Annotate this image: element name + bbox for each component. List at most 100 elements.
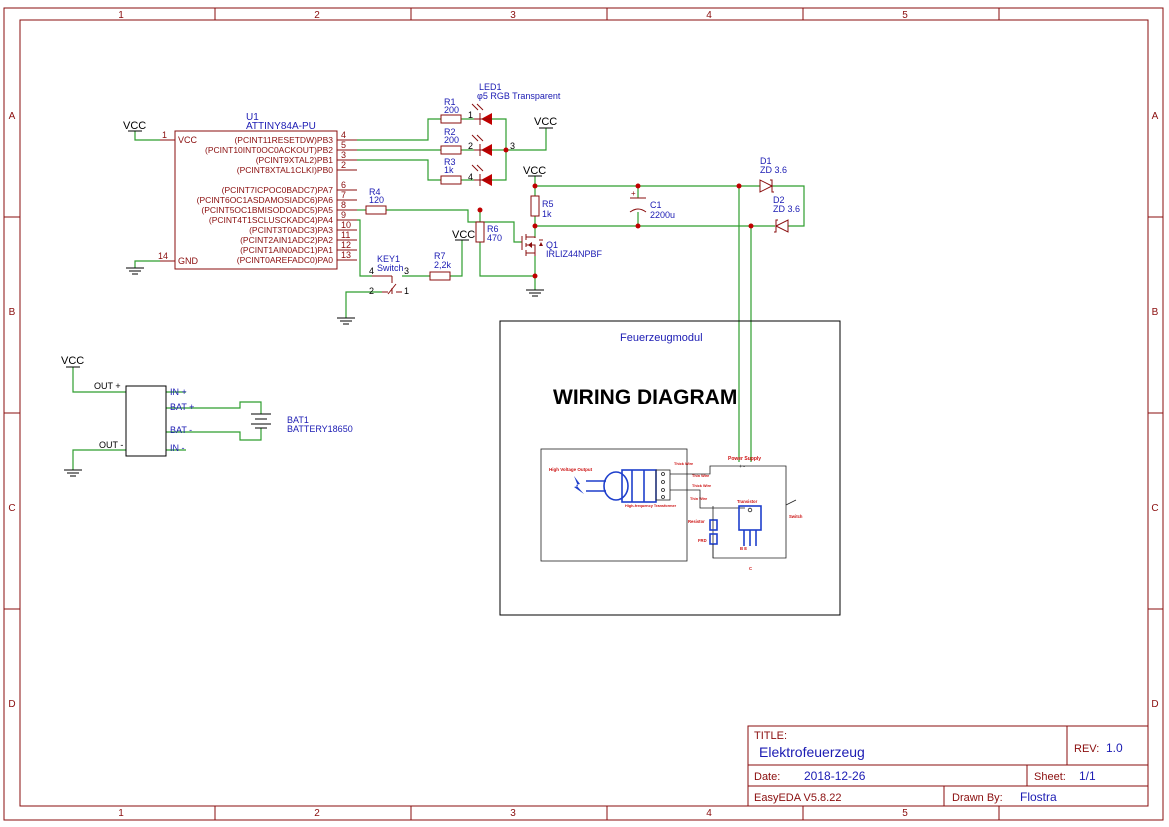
charger-in-plus: IN + xyxy=(170,387,187,397)
junctions xyxy=(477,147,754,279)
row-label-right-a: A xyxy=(1152,111,1159,122)
u1-pin-num-7: 7 xyxy=(341,190,346,200)
thin-wire-label-1: Thin Wire xyxy=(692,474,709,478)
led1-value: φ5 RGB Transparent xyxy=(477,91,561,101)
drawn-by-label: Drawn By: xyxy=(952,792,1003,804)
thin-wire-label-2: Thin Wire xyxy=(690,497,707,501)
u1-pin-num-11: 11 xyxy=(341,230,350,240)
u1-pin-num-13: 13 xyxy=(341,250,351,260)
col-label-bottom-2: 2 xyxy=(314,808,320,819)
u1-pin-name-pb3: (PCINT11RESETDW)PB3 xyxy=(234,135,333,145)
r7-value: 2,2k xyxy=(434,260,452,270)
u1-pin-num-2: 2 xyxy=(341,160,346,170)
title-label: TITLE: xyxy=(754,730,787,742)
col-label-bottom-4: 4 xyxy=(706,808,712,819)
rev-value: 1.0 xyxy=(1106,741,1123,755)
sheet-value: 1/1 xyxy=(1079,769,1096,783)
u1-pin-name-pa3: (PCINT3T0ADC3)PA3 xyxy=(249,225,333,235)
r4-value: 120 xyxy=(369,195,384,205)
led-green-diode-icon xyxy=(471,134,492,156)
row-label-right-d: D xyxy=(1151,699,1158,710)
led1-ref: LED1 xyxy=(479,82,502,92)
u1-ref: U1 xyxy=(246,112,259,123)
u1-pin-name-pa5: (PCINT5OC1BMISODOADC5)PA5 xyxy=(201,205,333,215)
resistor-r6: R6 470 xyxy=(475,221,502,243)
d1-value: ZD 3.6 xyxy=(760,165,787,175)
col-label-top-1: 1 xyxy=(118,10,124,21)
charger-out-plus: OUT + xyxy=(94,381,121,391)
col-label-bottom-5: 5 xyxy=(902,808,908,819)
u1-pin-name-pa1: (PCINT1AIN0ADC1)PA1 xyxy=(240,245,333,255)
vcc-label-u1: VCC xyxy=(123,120,146,132)
row-label-right-b: B xyxy=(1152,307,1159,318)
vcc-label-led: VCC xyxy=(534,116,557,128)
tool-version: EasyEDA V5.8.22 xyxy=(754,792,841,804)
col-label-bottom-1: 1 xyxy=(118,808,124,819)
thick-wire-label-2: Thick Wire xyxy=(692,484,711,488)
u1-pin-name-gnd: GND xyxy=(178,256,199,266)
key1-pin-4: 4 xyxy=(369,266,374,276)
bat1-ref: BAT1 xyxy=(287,415,309,425)
charger-in-minus: IN - xyxy=(170,443,185,453)
lighter-module-box: Feuerzeugmodul WIRING DIAGRAM High Volta… xyxy=(499,320,841,616)
thick-wire-label-1: Thick Wire xyxy=(674,462,693,466)
r3-ref: R3 xyxy=(444,157,456,167)
col-label-bottom-3: 3 xyxy=(510,808,516,819)
u1-pin-num-5: 5 xyxy=(341,140,346,150)
c1-capacitor: + C1 2200u xyxy=(629,189,675,220)
key1-pin-3: 3 xyxy=(404,266,409,276)
key1-pin-2: 2 xyxy=(369,286,374,296)
u1-pin-name-pa6: (PCINT6OC1ASDAMOSIADC6)PA6 xyxy=(197,195,334,205)
u1-pin-name-vcc: VCC xyxy=(178,135,198,145)
key1-value: Switch xyxy=(377,263,404,273)
resistor-r3: R3 1k xyxy=(440,157,462,185)
drawn-by-value: Flostra xyxy=(1020,790,1057,804)
col-label-top-4: 4 xyxy=(706,10,712,21)
r7-ref: R7 xyxy=(434,251,446,261)
led-blue-diode-icon xyxy=(471,164,492,186)
bat1-battery: BAT1 BATTERY18650 xyxy=(251,413,353,434)
power-supply-label: Power Supply xyxy=(728,456,761,462)
q1-ref: Q1 xyxy=(546,240,558,250)
led1-pin-1: 1 xyxy=(468,110,473,120)
q1-value: IRLIZ44NPBF xyxy=(546,249,603,259)
u1-pin-num-4: 4 xyxy=(341,130,346,140)
ground-symbol-mosfet xyxy=(526,289,544,297)
row-label-left-b: B xyxy=(9,307,16,318)
r1-value: 200 xyxy=(444,105,459,115)
bat1-value: BATTERY18650 xyxy=(287,424,353,434)
d2-ref: D2 xyxy=(773,195,785,205)
led1-pin-2: 2 xyxy=(468,141,473,151)
resistor-r4: R4 120 xyxy=(365,187,387,215)
r1-ref: R1 xyxy=(444,97,456,107)
d2-value: ZD 3.6 xyxy=(773,204,800,214)
switch-label: Switch xyxy=(789,514,803,519)
u1-pin-name-pb1: (PCINT9XTAL2)PB1 xyxy=(256,155,334,165)
col-label-top-5: 5 xyxy=(902,10,908,21)
u1-pin-name-pa7: (PCINT7ICPOC0BADC7)PA7 xyxy=(222,185,334,195)
resistor-r1: R1 200 xyxy=(440,97,462,124)
led-red-diode-icon xyxy=(471,103,492,125)
u1-pin-num-vcc: 1 xyxy=(162,130,167,140)
u1-part: ATTINY84A-PU xyxy=(246,121,316,132)
u1-pin-num-3: 3 xyxy=(341,150,346,160)
u1-pin-num-8: 8 xyxy=(341,200,346,210)
lightning-icon xyxy=(574,476,584,494)
c1-ref: C1 xyxy=(650,200,662,210)
r2-ref: R2 xyxy=(444,127,456,137)
rev-label: REV: xyxy=(1074,743,1099,755)
u1-pin-num-12: 12 xyxy=(341,240,351,250)
u1-pin-name-pa2: (PCINT2AIN1ADC2)PA2 xyxy=(240,235,333,245)
power-supply-polarity: + - xyxy=(739,464,745,470)
hv-output-label: High Voltage Output xyxy=(549,467,593,472)
r5-ref: R5 xyxy=(542,199,554,209)
row-label-left-a: A xyxy=(9,111,16,122)
charger-module: OUT + OUT - IN + BAT + BAT - IN - xyxy=(94,381,194,457)
wires xyxy=(72,118,805,470)
wiring-diagram-heading: WIRING DIAGRAM xyxy=(553,386,737,409)
resistor-r5: R5 1k xyxy=(530,195,554,219)
r5-value: 1k xyxy=(542,209,552,219)
u1-microcontroller: U1 ATTINY84A-PU 1 VCC 14 GND 4 5 3 2 6 7… xyxy=(158,112,357,270)
r6-ref: R6 xyxy=(487,224,499,234)
